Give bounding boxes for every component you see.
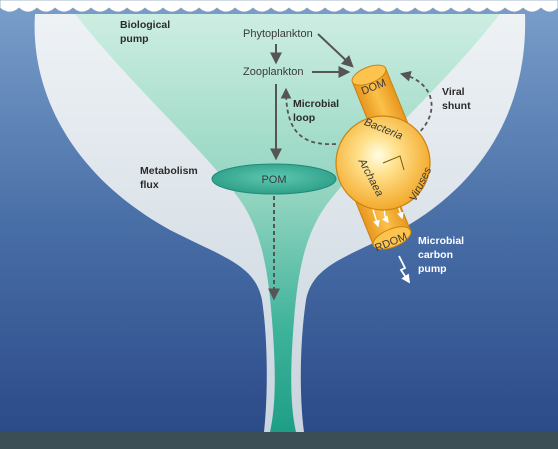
- mcp-export-arrow: [398, 255, 410, 284]
- zooplankton-label: Zooplankton: [243, 66, 304, 78]
- microbial-carbon-pump-label: Microbial carbon pump: [418, 235, 467, 275]
- seafloor: [0, 432, 558, 449]
- pom-label: POM: [261, 174, 286, 186]
- biological-pump-label: Biological pump: [120, 19, 173, 45]
- pom-particle: [211, 163, 337, 195]
- phytoplankton-label: Phytoplankton: [243, 28, 313, 40]
- microbial-loop-arrow: [280, 87, 337, 145]
- metabolism-flux-label: Metabolism flux: [140, 165, 201, 191]
- microbial-loop-label: Microbial loop: [293, 98, 342, 124]
- sphere-divider: [382, 155, 405, 171]
- sea-surface: [0, 0, 558, 13]
- viral-shunt-label: Viral shunt: [442, 86, 471, 112]
- phyto-to-dom-arrow: [317, 33, 354, 68]
